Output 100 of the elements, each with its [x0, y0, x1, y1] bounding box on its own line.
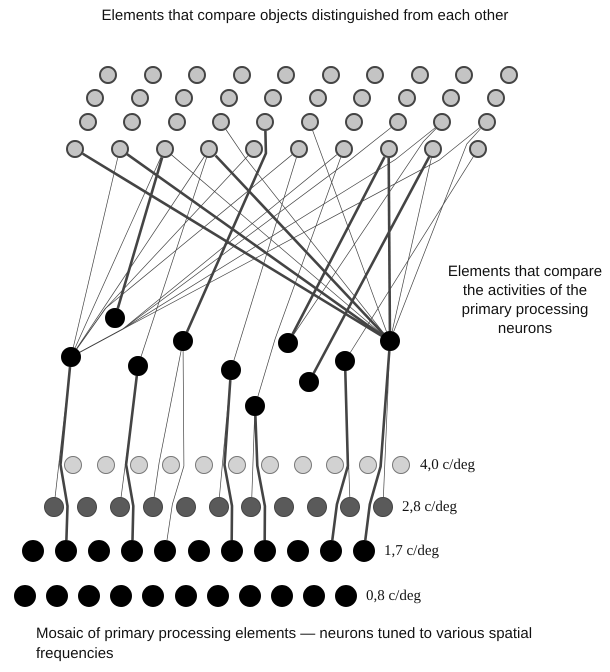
element-circle — [228, 456, 246, 474]
element-circle — [294, 456, 312, 474]
neuron-circle — [121, 540, 144, 562]
neuron-circle — [206, 585, 229, 607]
connection-line — [79, 154, 338, 353]
element-circle — [307, 497, 328, 517]
element-circle — [76, 497, 97, 517]
neuron-circle — [299, 372, 319, 392]
caption: Mosaic of primary processing elements — neurons tuned to various spatial frequencies — [36, 624, 534, 664]
element-circle — [260, 456, 279, 474]
connection-line — [76, 154, 292, 350]
neuron-circle — [335, 351, 355, 371]
connection-line — [258, 157, 342, 397]
element-circle — [366, 66, 384, 84]
neuron-circle — [302, 585, 325, 607]
element-circle — [433, 113, 452, 131]
element-circle — [424, 140, 442, 158]
neuron-circle — [238, 585, 261, 607]
neuron-circle — [174, 585, 196, 607]
element-circle — [478, 113, 496, 131]
connection-line — [124, 376, 138, 540]
frequency-label: 2,8 c/deg — [402, 498, 457, 517]
connection-line — [59, 366, 72, 540]
connection-line — [364, 350, 391, 540]
connection-line — [126, 153, 383, 336]
element-circle — [44, 497, 64, 517]
connection-line — [171, 154, 383, 335]
neuron-circle — [78, 585, 100, 607]
element-circle — [162, 456, 180, 474]
neuron-circle — [353, 540, 375, 562]
element-circle — [168, 113, 186, 131]
connection-line — [82, 152, 382, 337]
connection-line — [54, 366, 70, 498]
connection-line — [74, 156, 162, 348]
connection-line — [251, 416, 255, 498]
connection-line — [344, 370, 350, 498]
element-circle — [195, 456, 214, 474]
neuron-circle — [220, 540, 243, 562]
connection-line — [350, 156, 474, 353]
neuron-circle — [110, 585, 132, 607]
neuron-circle — [270, 585, 293, 607]
element-circle — [156, 140, 174, 158]
connection-line — [76, 156, 205, 350]
element-circle — [410, 66, 428, 84]
neuron-circle — [142, 585, 164, 607]
neuron-circle — [335, 585, 357, 607]
element-circle — [99, 66, 117, 84]
connection-line — [393, 128, 481, 332]
connection-line — [312, 156, 430, 374]
connection-line — [392, 157, 432, 332]
connection-line — [116, 157, 164, 309]
element-circle — [274, 497, 294, 517]
element-circle — [86, 89, 104, 107]
connection-line — [254, 416, 266, 540]
element-circle — [392, 456, 410, 474]
frequency-label: 1,7 c/deg — [384, 542, 439, 561]
element-circle — [322, 66, 340, 84]
neuron-circle — [173, 331, 193, 351]
neuron-circle — [380, 331, 400, 351]
element-circle — [66, 140, 84, 158]
neuron-circle — [22, 540, 44, 562]
element-circle — [208, 497, 228, 517]
element-circle — [300, 113, 318, 131]
neuron-circle — [278, 333, 298, 353]
element-circle — [64, 456, 82, 474]
element-circle — [442, 89, 460, 107]
connection-line — [120, 376, 138, 498]
element-circle — [241, 497, 262, 517]
connection-line — [154, 350, 182, 498]
element-circle — [232, 66, 250, 84]
element-circle — [344, 113, 363, 131]
neuron-circle — [320, 540, 342, 562]
element-circle — [486, 89, 504, 107]
element-circle — [130, 456, 148, 474]
element-circle — [79, 113, 97, 131]
element-circle — [256, 113, 274, 131]
neuron-circle — [221, 360, 241, 380]
element-circle — [455, 66, 473, 84]
connection-line — [186, 130, 268, 332]
element-circle — [123, 113, 142, 131]
neuron-circle — [286, 540, 309, 562]
element-circle — [277, 66, 295, 84]
neuron-circle — [88, 540, 110, 562]
element-circle — [398, 89, 416, 107]
element-circle — [142, 497, 163, 517]
element-circle — [110, 140, 129, 158]
element-circle — [290, 140, 308, 158]
annotation-text: Elements that compare the activities of the primary processing neurons — [446, 262, 604, 338]
neuron-circle — [188, 540, 210, 562]
neuron-circle — [55, 540, 78, 562]
element-circle — [359, 456, 378, 474]
neuron-circle — [128, 356, 148, 376]
connection-line — [293, 128, 436, 336]
element-circle — [380, 140, 398, 158]
element-circle — [469, 140, 488, 158]
element-circle — [130, 89, 148, 107]
element-circle — [340, 497, 360, 517]
element-circle — [144, 66, 162, 84]
neuron-circle — [14, 585, 36, 607]
frequency-label: 0,8 c/deg — [366, 587, 421, 606]
